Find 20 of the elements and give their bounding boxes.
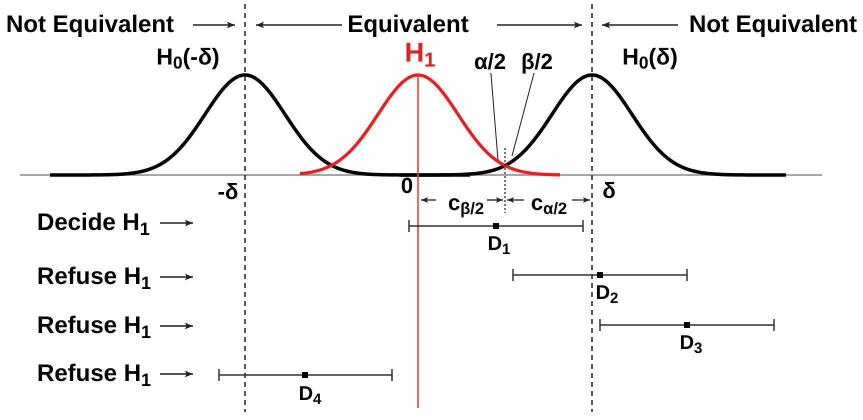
hypothesis-label: H$_{1}$ bbox=[404, 40, 436, 66]
interval-label: D$_{3}$ bbox=[680, 333, 702, 353]
axis-tick-label: δ bbox=[602, 180, 616, 202]
decision-label: Refuse H$_{1}$ bbox=[37, 362, 152, 386]
axis-tick-label: 0 bbox=[400, 175, 414, 197]
interval-label: D$_{1}$ bbox=[488, 234, 510, 254]
decision-label: Decide H$_{1}$ bbox=[37, 211, 150, 235]
parameter-label: β/2 bbox=[521, 51, 553, 73]
region-label: Not Equivalent bbox=[689, 13, 857, 37]
decision-label: Refuse H$_{1}$ bbox=[37, 314, 152, 338]
dimension-label: c$_{α/2}$ bbox=[530, 192, 568, 214]
hypothesis-label: H$_{0}$(δ) bbox=[622, 46, 678, 68]
parameter-label: α/2 bbox=[474, 51, 506, 73]
interval-label: D$_{4}$ bbox=[298, 384, 322, 404]
decision-label: Refuse H$_{1}$ bbox=[37, 265, 152, 289]
interval-label: D$_{2}$ bbox=[596, 283, 618, 303]
hypothesis-label: H$_{0}$(-δ) bbox=[156, 46, 220, 68]
region-label: Equivalent bbox=[347, 13, 469, 37]
axis-tick-label: -δ bbox=[218, 181, 238, 203]
region-label: Not Equivalent bbox=[6, 13, 174, 37]
